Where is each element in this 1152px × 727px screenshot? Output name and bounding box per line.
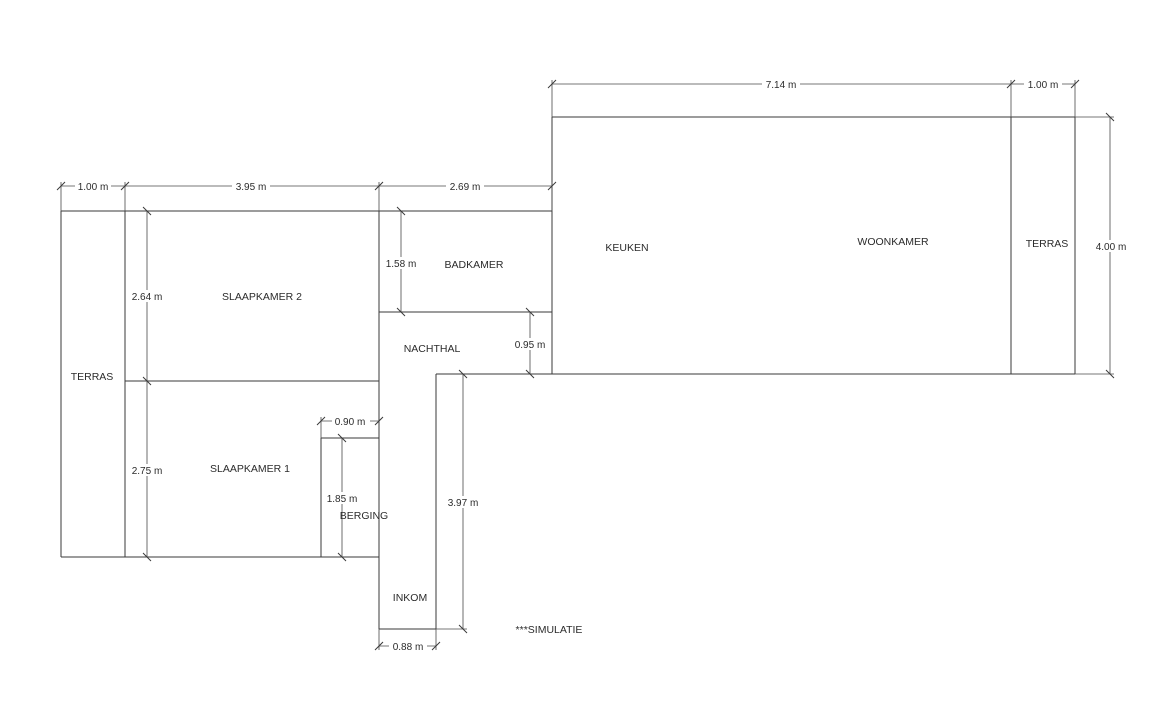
room-badkamer: BADKAMER	[445, 259, 504, 271]
room-berging: BERGING	[340, 510, 388, 522]
dim-terras-right-width: 1.00 m	[1028, 80, 1059, 91]
walls	[60, 116, 1076, 630]
room-keuken: KEUKEN	[605, 242, 648, 254]
dim-slaapkamer-2-depth: 2.64 m	[132, 292, 163, 303]
dim-woonkamer-depth: 4.00 m	[1096, 242, 1127, 253]
simulation-watermark: ***SIMULATIE	[516, 624, 583, 636]
dim-slaapkamers-width: 3.95 m	[236, 182, 267, 193]
room-slaapkamer-2: SLAAPKAMER 2	[222, 291, 302, 303]
dim-woonkamer-width: 7.14 m	[766, 80, 797, 91]
room-terras-right: TERRAS	[1026, 238, 1069, 250]
dimension-labels: 1.00 m 3.95 m 2.69 m 7.14 m 1.00 m 4.00 …	[75, 78, 1130, 653]
dim-badkamer-width: 2.69 m	[450, 182, 481, 193]
dim-inkom-depth: 3.97 m	[448, 498, 479, 509]
dim-terras-left-width: 1.00 m	[78, 182, 109, 193]
dimension-lines	[56, 79, 1115, 651]
room-nachthal: NACHTHAL	[404, 343, 461, 355]
dim-berging-width: 0.90 m	[335, 417, 366, 428]
dim-berging-depth: 1.85 m	[327, 494, 358, 505]
dim-slaapkamer-1-depth: 2.75 m	[132, 466, 163, 477]
dim-inkom-width: 0.88 m	[393, 642, 424, 653]
dim-nachthal-step: 0.95 m	[515, 340, 546, 351]
room-woonkamer: WOONKAMER	[857, 236, 929, 248]
dim-badkamer-depth: 1.58 m	[386, 259, 417, 270]
room-inkom: INKOM	[393, 592, 427, 604]
room-slaapkamer-1: SLAAPKAMER 1	[210, 463, 290, 475]
room-labels: TERRAS SLAAPKAMER 2 SLAAPKAMER 1 BADKAME…	[71, 236, 1069, 636]
room-terras-left: TERRAS	[71, 371, 114, 383]
